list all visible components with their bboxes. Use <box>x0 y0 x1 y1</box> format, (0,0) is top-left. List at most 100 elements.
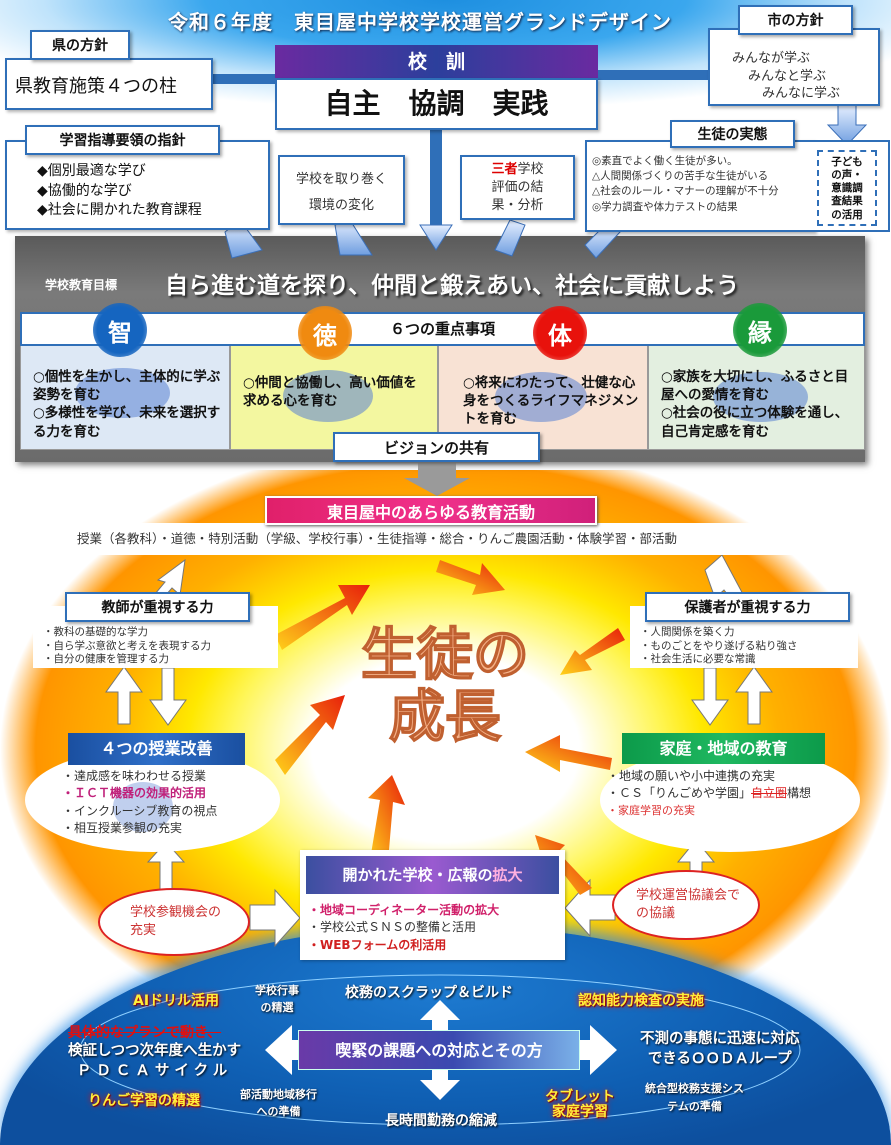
connector-line <box>430 128 442 228</box>
prefecture-policy: 県教育施策４つの柱 <box>5 58 213 110</box>
up-arrow <box>146 841 186 891</box>
pillar-item: ○個性を生かし、主体的に学ぶ姿勢を育む <box>33 369 221 404</box>
city-line: みんなと学ぶ <box>748 68 827 84</box>
teacher-item: ・自分の健康を管理する力 <box>43 653 169 666</box>
student-item: △人間関係づくりの苦手な生徒がいる <box>592 170 769 183</box>
urgent-issues-label: 喫緊の課題への対応とその方 <box>298 1030 580 1070</box>
page-title: 令和６年度 東目屋中学校学校運営グランドデザイン <box>168 10 672 34</box>
lesson-item: ・達成感を味わわせる授業 <box>62 769 207 783</box>
orange-arrow <box>525 735 612 772</box>
vision-label: ビジョンの共有 <box>333 432 540 462</box>
system-line: 統合型校務支援シス <box>645 1082 744 1095</box>
pillar-item: ○多様性を学び、未来を選択する力を育む <box>33 405 221 440</box>
lessons-ellipse <box>25 748 280 852</box>
students-box: ◎素直でよく働く生徒が多い。 △人間関係づくりの苦手な生徒がいる △社会のルール… <box>585 140 815 232</box>
struck-text: 自立圏 <box>751 786 788 801</box>
orange-arrow <box>368 775 405 862</box>
orange-arrow <box>275 695 345 775</box>
priorities-header: ６つの重点事項 <box>20 312 865 346</box>
ai-drill-text: AIドリル活用 <box>133 993 220 1009</box>
open-school-item: ・学校公式ＳＮＳの整備と活用 <box>308 920 477 935</box>
club-line: への準備 <box>256 1104 301 1118</box>
down-arrow <box>334 219 373 256</box>
growth-line: 成長 <box>388 684 502 750</box>
open-school-item: ・地域コーディネーター活動の拡大 <box>308 903 500 917</box>
voices-line: の活用 <box>831 208 863 221</box>
down-arrow <box>691 667 729 726</box>
highlight-blob <box>75 368 170 418</box>
lessons-label: ４つの授業改善 <box>68 733 245 765</box>
students-label: 生徒の実態 <box>670 120 795 148</box>
goal-label: 学校教育目標 <box>45 278 118 292</box>
voices-line: 子ども <box>831 156 863 168</box>
open-school-label: 開かれた学校・広報の拡大 <box>306 856 559 894</box>
club-line: 部活動地域移行 <box>240 1088 317 1101</box>
open-school-list: ・地域コーディネーター活動の拡大 ・学校公式ＳＮＳの整備と活用 ・WEBフォーム… <box>300 894 565 954</box>
cycle-ellipse <box>79 974 801 1126</box>
pillar-virtue-badge: 徳 <box>298 306 352 360</box>
evaluation-line: 果・分析 <box>491 198 544 214</box>
open-school-label-highlight: 拡大 <box>492 866 523 884</box>
ooda-line: 不測の事態に迅速に対応 <box>640 1031 800 1047</box>
city-policy: みんなが学ぶ みんなと学ぶ みんなに学ぶ <box>708 28 880 106</box>
pillar-bond-cell: ○家族を大切にし、ふるさと目屋への愛情を育む○社会の役に立つ体験を通し、自己肯定… <box>648 345 865 450</box>
pdca-line: ＰＤＣＡサイクル <box>76 1062 233 1079</box>
evaluation-line: 評価の結 <box>491 180 544 196</box>
up-arrow <box>735 666 773 725</box>
pillar-wisdom-cell: ○個性を生かし、主体的に学ぶ姿勢を育む○多様性を学び、未来を選択する力を育む <box>20 345 230 450</box>
orange-arrow <box>436 560 505 595</box>
environment-line: 学校を取り巻く <box>295 172 387 187</box>
parent-label: 保護者が重視する力 <box>645 592 850 622</box>
down-arrow <box>419 224 453 251</box>
pillar-bond-badge: 縁 <box>733 303 787 357</box>
evaluation-line: 学校 <box>517 162 544 177</box>
pdca-text: 検証しつつ次年度へ生かす ＰＤＣＡサイクル <box>68 1042 241 1081</box>
open-school-label-text: 開かれた学校・広報の <box>342 866 493 884</box>
system-text: 統合型校務支援システムの準備 <box>645 1080 744 1115</box>
events-line: の精選 <box>260 1000 294 1014</box>
down-arrow <box>149 667 187 726</box>
events-text: 学校行事の精選 <box>255 983 299 1016</box>
ooda-line: できるＯＯＤＡループ <box>647 1050 792 1067</box>
guideline-item: ◆個別最適な学び <box>37 163 146 179</box>
ooda-text: 不測の事態に迅速に対応できるＯＯＤＡループ <box>640 1030 800 1069</box>
left-arrow <box>564 878 616 938</box>
community-item: 構想 <box>787 786 812 801</box>
pillar-wisdom-badge: 智 <box>93 303 147 357</box>
club-transition-text: 部活動地域移行への準備 <box>240 1087 317 1120</box>
down-arrow <box>826 104 868 146</box>
visits-ellipse: 学校参観機会の充実 <box>98 888 250 956</box>
community-item: ・地域の願いや小中連携の充実 <box>607 769 776 783</box>
pillar-item: ○社会の役に立つ体験を通し、自己肯定感を育む <box>661 405 849 440</box>
pillar-item: ○将来にわたって、壮健な心身をつくるライフマネジメントを育む <box>463 375 639 428</box>
pdca-line: 検証しつつ次年度へ生かす <box>68 1043 242 1059</box>
lesson-item: ・相互授業参観の充実 <box>62 821 183 836</box>
community-label: 家庭・地域の教育 <box>622 733 825 764</box>
activities-text: 授業（各教科）・道徳・特別活動（学級、学校行事）・生徒指導・総合・りんご農園活動… <box>65 523 822 555</box>
parent-item: ・ものごとをやり遂げる粘り強さ <box>640 639 798 652</box>
council-ellipse: 学校運営協議会での協議 <box>612 870 760 940</box>
lesson-item: ・インクルーシブ教育の視点 <box>62 803 218 818</box>
lesson-item: ・ＩＣＴ機器の効果的活用 <box>62 786 207 801</box>
voices-box: 子どもの声・意識調査結果の活用 <box>817 150 877 226</box>
right-arrow <box>249 888 301 948</box>
student-growth-text: 生徒の成長 <box>345 623 545 750</box>
tablet-text: タブレット家庭学習 <box>545 1089 615 1121</box>
guideline-item: ◆協働的な学び <box>37 182 132 199</box>
teacher-item: ・教科の基礎的な学力 <box>43 626 148 638</box>
orange-arrow <box>275 585 370 650</box>
growth-line: 生徒の <box>360 623 530 688</box>
scrap-build-text: 校務のスクラップ＆ビルド <box>345 985 513 1001</box>
teacher-label: 教師が重視する力 <box>65 592 250 622</box>
pillar-item: ○家族を大切にし、ふるさと目屋への愛情を育む <box>661 369 849 404</box>
up-arrow <box>105 666 143 725</box>
apple-study-text: りんご学習の精選 <box>88 1093 200 1109</box>
voices-line: 査結果 <box>831 195 863 208</box>
evaluation-highlight: 三者 <box>491 162 518 177</box>
community-item: ・ＣＳ「りんごめや学園」 <box>607 786 752 801</box>
system-line: テムの準備 <box>667 1099 722 1113</box>
guidelines-label: 学習指導要領の指針 <box>25 125 220 155</box>
city-line: みんなが学ぶ <box>732 51 811 66</box>
environment-box: 学校を取り巻く 環境の変化 <box>278 155 405 225</box>
